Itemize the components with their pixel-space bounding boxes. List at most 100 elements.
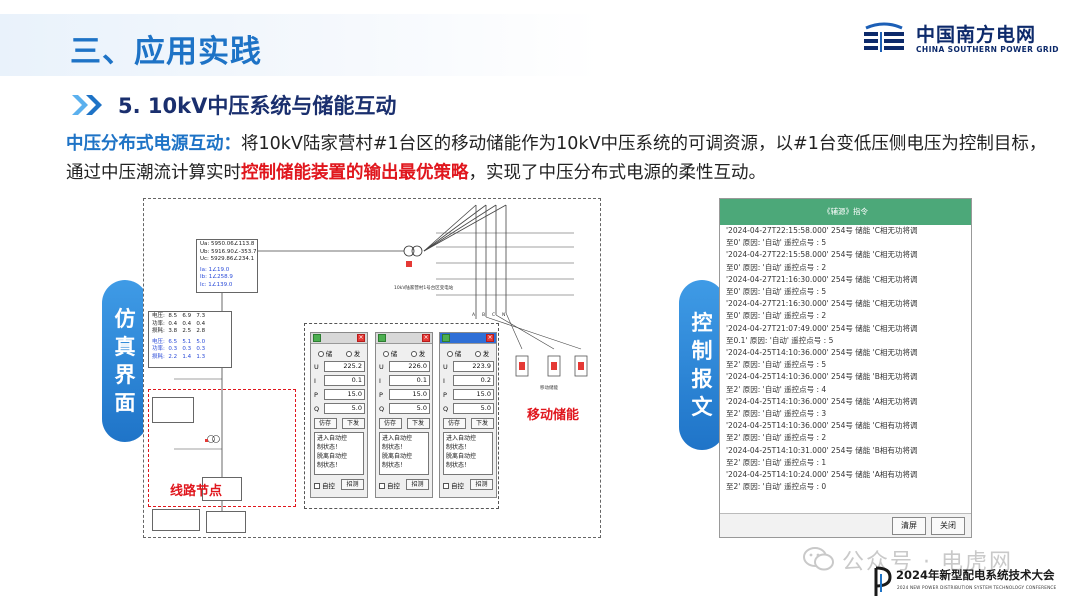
power-line: 电压: 6.5 5.1 5.0 xyxy=(152,338,206,345)
current-field[interactable]: 0.1 xyxy=(389,375,430,386)
field-label-p: P xyxy=(379,390,383,399)
field-label-u: U xyxy=(314,362,319,371)
simulate-save-button[interactable]: 仿存 xyxy=(442,418,466,429)
active-power-field[interactable]: 15.0 xyxy=(324,389,365,400)
field-label-q: Q xyxy=(314,404,320,413)
storage-dialog-group xyxy=(304,323,499,509)
measure-button[interactable]: 招测 xyxy=(470,479,493,490)
log-line: 至0' 原因: '自动' 遥控点号 : 2 xyxy=(726,262,827,272)
conference-badge: 2024年新型配电系统技术大会 2024 NEW POWER DISTRIBUT… xyxy=(872,564,1072,604)
conference-name-cn: 2024年新型配电系统技术大会 xyxy=(896,568,1055,582)
mode-charge-radio[interactable]: 储 xyxy=(382,348,397,358)
radio-icon xyxy=(410,351,417,357)
phase-label-c: C xyxy=(492,313,496,318)
control-window-footer: 清屏 关闭 xyxy=(720,513,971,537)
voltage-line: Ub: 5916.90∠-353.7 xyxy=(200,248,257,255)
clear-screen-button[interactable]: 清屏 xyxy=(892,517,926,535)
log-line: 至0.1' 原因: '自动' 遥控点号 : 5 xyxy=(726,335,834,345)
reactive-power-field[interactable]: 5.0 xyxy=(389,403,430,414)
double-chevron-icon xyxy=(72,95,102,115)
app-icon xyxy=(442,334,450,342)
simulate-save-button[interactable]: 仿存 xyxy=(378,418,402,429)
csg-logo: 中国南方电网 CHINA SOUTHERN POWER GRID xyxy=(862,20,1062,60)
voltage-field[interactable]: 223.9 xyxy=(453,361,494,372)
radio-icon xyxy=(382,351,389,357)
transformer-caption: 10kV陆家营村1号台区变电站 xyxy=(394,286,454,291)
log-line: '2024-04-25T14:10:36.000' 254号 储能 'C相有功将… xyxy=(726,421,918,431)
reactive-power-field[interactable]: 5.0 xyxy=(324,403,365,414)
tab-char: 报 xyxy=(691,367,713,391)
field-label-i: I xyxy=(314,376,316,385)
close-icon[interactable]: × xyxy=(357,334,365,342)
wechat-icon xyxy=(803,547,834,571)
send-button[interactable]: 下发 xyxy=(341,418,365,429)
status-log: 进入自动控制状态！脱离自动控制状态！ xyxy=(443,432,493,475)
log-line: 至2' 原因: '自动' 遥控点号 : 2 xyxy=(726,433,827,443)
log-line: '2024-04-27T21:16:30.000' 254号 储能 'C相无功将… xyxy=(726,299,918,309)
phase-label-n: N xyxy=(502,313,506,318)
log-line: '2024-04-27T22:15:58.000' 254号 储能 'C相无功将… xyxy=(726,226,918,235)
measure-button[interactable]: 招测 xyxy=(406,479,429,490)
current-field[interactable]: 0.1 xyxy=(324,375,365,386)
auto-control-checkbox[interactable]: 自控 xyxy=(379,480,400,490)
section-title: 5. 10kV中压系统与储能互动 xyxy=(118,94,397,118)
close-icon[interactable]: × xyxy=(486,334,494,342)
send-button[interactable]: 下发 xyxy=(470,418,494,429)
line-node-label: 线路节点 xyxy=(170,484,223,499)
node-info-box xyxy=(202,477,242,501)
power-line: 电压: 8.5 6.9 7.3 xyxy=(152,313,206,319)
voltage-field[interactable]: 225.2 xyxy=(324,361,365,372)
active-power-field[interactable]: 15.0 xyxy=(389,389,430,400)
watermark-text: 公众号 · 电虎网 xyxy=(842,550,1013,575)
control-message-log[interactable]: '2024-04-27T22:15:58.000' 254号 储能 'C相无功将… xyxy=(726,225,966,512)
tab-simulation-ui: 仿 真 界 面 xyxy=(102,280,148,442)
current-line: Ic: 1∠139.0 xyxy=(200,281,233,288)
field-label-u: U xyxy=(379,362,384,371)
log-line: '2024-04-25T14:10:36.000' 254号 储能 'A相无功将… xyxy=(726,396,918,406)
log-line: '2024-04-25T14:10:31.000' 254号 储能 'B相有功将… xyxy=(726,445,918,455)
dialog-titlebar: × xyxy=(440,333,496,344)
power-line: 功率: 0.4 0.4 0.4 xyxy=(152,320,206,327)
control-window-title: 《辅源》指令 xyxy=(720,199,971,225)
app-icon xyxy=(378,334,386,342)
auto-control-checkbox[interactable]: 自控 xyxy=(443,480,464,490)
reactive-power-field[interactable]: 5.0 xyxy=(453,403,494,414)
mode-discharge-radio[interactable]: 发 xyxy=(474,348,489,358)
checkbox-icon xyxy=(314,482,320,489)
app-icon xyxy=(313,334,321,342)
close-icon[interactable]: × xyxy=(422,334,430,342)
field-label-p: P xyxy=(443,390,447,399)
close-button[interactable]: 关闭 xyxy=(931,517,965,535)
node-info-box xyxy=(206,511,246,533)
status-log: 进入自动控制状态！脱离自动控制状态！ xyxy=(314,432,364,475)
auto-control-checkbox[interactable]: 自控 xyxy=(314,480,335,490)
mobile-storage-label: 移动储能 xyxy=(527,408,580,423)
send-button[interactable]: 下发 xyxy=(406,418,430,429)
power-line: 功率: 0.3 0.3 0.3 xyxy=(152,346,206,352)
tab-char: 面 xyxy=(114,391,136,415)
active-power-field[interactable]: 15.0 xyxy=(453,389,494,400)
field-label-i: I xyxy=(443,376,445,385)
mode-discharge-radio[interactable]: 发 xyxy=(410,348,425,358)
mode-discharge-radio[interactable]: 发 xyxy=(345,348,360,358)
current-line: Ia: 1∠19.0 xyxy=(200,266,230,273)
tab-char: 界 xyxy=(114,363,136,387)
voltage-field[interactable]: 226.0 xyxy=(389,361,430,372)
power-line: 损耗: 2.2 1.4 1.3 xyxy=(152,353,206,360)
current-field[interactable]: 0.2 xyxy=(453,375,494,386)
measure-button[interactable]: 招测 xyxy=(341,479,364,490)
log-line: 至2' 原因: '自动' 遥控点号 : 1 xyxy=(726,457,827,467)
section-heading: 5. 10kV中压系统与储能互动 xyxy=(68,91,396,119)
field-label-u: U xyxy=(443,362,448,371)
paragraph-part1: 将10kV陆家营村#1台区的移动储能作为10kV中压系统的可调资源，以#1台变低… xyxy=(66,134,1047,183)
mode-charge-radio[interactable]: 储 xyxy=(317,348,332,358)
simulate-save-button[interactable]: 仿存 xyxy=(313,418,337,429)
checkbox-icon xyxy=(443,482,449,489)
description-paragraph: 中压分布式电源互动：将10kV陆家营村#1台区的移动储能作为10kV中压系统的可… xyxy=(66,130,1056,188)
log-line: '2024-04-25T14:10:36.000' 254号 储能 'C相无功将… xyxy=(726,348,918,358)
title-banner xyxy=(0,14,600,76)
mode-charge-radio[interactable]: 储 xyxy=(446,348,461,358)
